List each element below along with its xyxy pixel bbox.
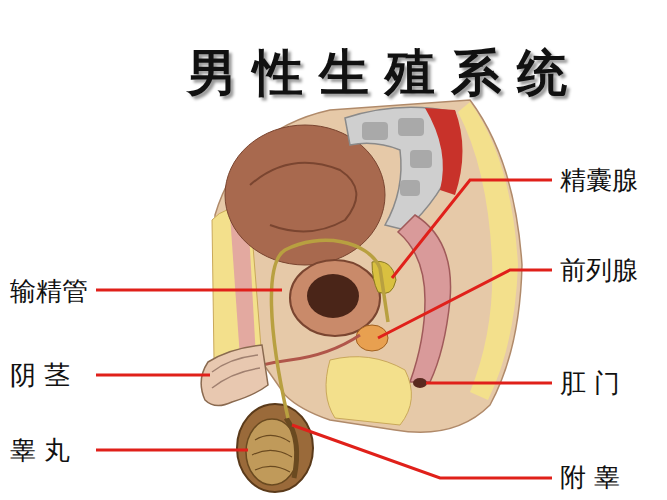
leader-line <box>96 449 248 452</box>
back-muscle <box>425 108 463 195</box>
vertebra <box>362 122 388 140</box>
part-label: 精囊腺 <box>560 166 638 196</box>
vertebra <box>410 150 432 168</box>
bladder-cavity <box>307 274 359 318</box>
anus <box>413 378 427 388</box>
rectum <box>398 215 451 382</box>
intestine-fold <box>250 163 356 232</box>
part-label: 附 睾 <box>560 463 620 493</box>
vertebra <box>398 118 424 136</box>
leader-line <box>96 289 282 292</box>
testis <box>246 419 298 485</box>
testis-lobules <box>252 435 292 472</box>
leader-line <box>292 425 552 478</box>
leader-line <box>426 382 552 385</box>
part-label: 睾 丸 <box>10 436 70 466</box>
leader-line <box>96 374 210 377</box>
leader-lines <box>96 180 552 478</box>
prostate <box>356 325 388 351</box>
title: 男性生殖系统 <box>187 45 583 100</box>
part-label: 输精管 <box>10 277 88 307</box>
leader-line <box>392 180 552 278</box>
part-label: 肛 门 <box>560 369 620 399</box>
vas-deferens <box>271 240 388 418</box>
part-label: 阴 茎 <box>10 361 70 391</box>
part-label: 前列腺 <box>560 256 638 286</box>
penis <box>201 345 268 406</box>
back-fat <box>458 102 518 400</box>
scrotum <box>237 404 313 492</box>
vertebra <box>400 180 420 196</box>
leader-line <box>378 270 552 338</box>
bladder <box>290 260 380 336</box>
penis-stripe <box>212 355 260 388</box>
perineum <box>326 357 411 425</box>
